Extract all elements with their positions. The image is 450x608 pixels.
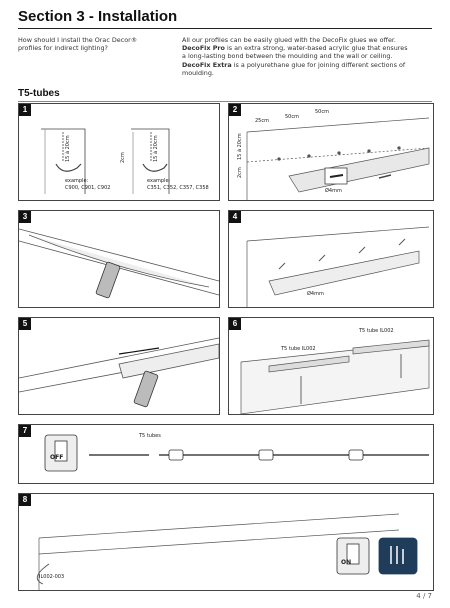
tube-label-b: T5 tube IL002: [359, 328, 394, 334]
panel-8: 8 ON IL002-003: [18, 493, 434, 591]
panel-number: 1: [19, 104, 31, 116]
switch-on-label: ON: [341, 559, 352, 566]
intro-line-1: All our profiles can be easily glued wit…: [182, 36, 396, 44]
panel-number: 5: [19, 318, 31, 330]
question-text: How should I install the Orac Decor® pro…: [18, 36, 168, 52]
example-right-codes: C351, C352, C357, C358: [147, 185, 209, 191]
intro-line-2: DecoFix Pro is an extra strong, water-ba…: [182, 44, 434, 52]
apply-glue-diagram: [19, 228, 219, 299]
intro-line-5: moulding.: [182, 68, 214, 77]
panel-number: 7: [19, 425, 31, 437]
decofix-extra-name: DecoFix Extra: [182, 60, 232, 69]
page-number: 4 / 7: [416, 592, 432, 600]
panel-number: 2: [229, 104, 241, 116]
section-rule: [18, 101, 432, 102]
title-rule: [18, 28, 432, 29]
dim-2cm: 2cm: [120, 152, 126, 163]
question-line-2: profiles for indirect lighting?: [18, 44, 108, 52]
panel-number: 6: [229, 318, 241, 330]
tube-connect-diagram: [44, 434, 429, 472]
cable-connect-diagram: [36, 513, 418, 590]
tubes-label: T5 tubes: [139, 433, 161, 439]
panel-number: 8: [19, 494, 31, 506]
switch-off-label: OFF: [50, 454, 64, 461]
insert-tube-diagram: [240, 339, 430, 414]
panel-number: 3: [19, 211, 31, 223]
tube-label-a: T5 tube IL002: [281, 346, 316, 352]
dim-2cm: 2cm: [237, 167, 243, 178]
wall-profile-diagram: [41, 128, 170, 194]
panel-2: 2 25cm 50cm 50cm 15 à 20cm 2cm Ø4mm: [228, 103, 434, 201]
example-right-label: example:: [147, 178, 171, 184]
dim-50cm-b: 50cm: [315, 109, 329, 115]
drill-size: Ø4mm: [325, 188, 342, 194]
example-left-label: example:: [65, 178, 89, 184]
intro-line-3: a long-lasting bond between the moulding…: [182, 52, 393, 61]
panel-4: 4 Ø4mm: [228, 210, 434, 308]
decofix-pro-name: DecoFix Pro: [182, 44, 225, 53]
panel-6: 6 T5 tube IL002 T5 tube IL002: [228, 317, 434, 415]
panel-number: 4: [229, 211, 241, 223]
drill-size: Ø4mm: [307, 291, 324, 297]
intro-line-2-rest: is an extra strong, water-based acrylic …: [224, 44, 408, 53]
dim-right: 15 à 20cm: [153, 135, 159, 162]
question-line-1: How should I install the Orac Decor®: [18, 36, 138, 44]
intro-text: All our profiles can be easily glued wit…: [182, 36, 434, 77]
panel-3: 3: [18, 210, 220, 308]
dim-50cm-a: 50cm: [285, 114, 299, 120]
panel-5: 5: [18, 317, 220, 415]
cable-code: IL002-003: [39, 574, 65, 580]
mount-profile-diagram: [246, 226, 430, 307]
panel-1: 1 15 à 20cm 15 à 20cm 2cm example: C900,…: [18, 103, 220, 201]
panel-7: 7 OFF T5 tubes: [18, 424, 434, 484]
intro-line-4: DecoFix Extra is a polyurethane glue for…: [182, 61, 434, 69]
section-heading: T5-tubes: [18, 88, 60, 99]
dim-15-20cm: 15 à 20cm: [237, 133, 243, 160]
page-title: Section 3 - Installation: [18, 8, 178, 25]
example-left-codes: C900, C901, C902: [65, 185, 111, 191]
drill-wall-diagram: [246, 117, 430, 200]
dim-left: 15 à 20cm: [65, 135, 71, 162]
join-profile-diagram: [19, 337, 219, 408]
intro-line-4-rest: is a polyurethane glue for joining diffe…: [231, 60, 406, 69]
dim-25cm: 25cm: [255, 118, 269, 124]
